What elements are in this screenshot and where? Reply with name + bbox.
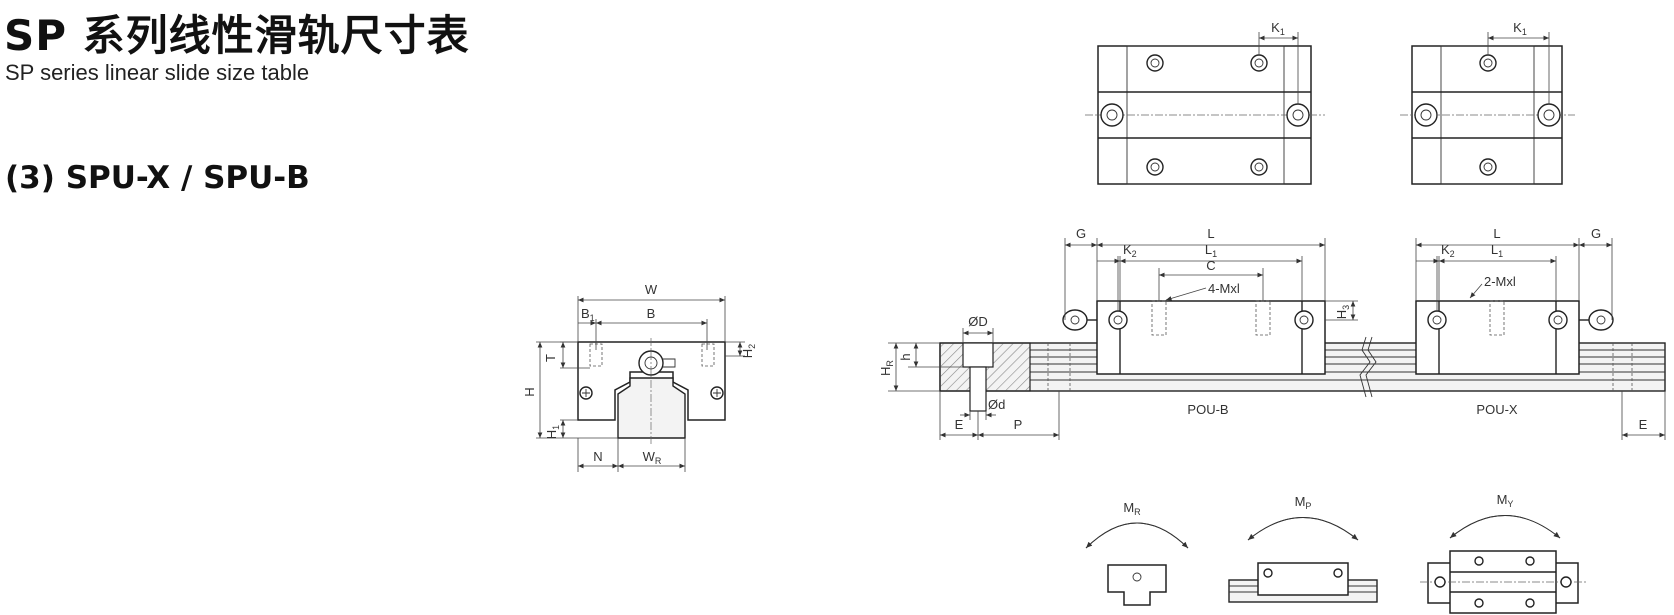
label-phi-D: ØD xyxy=(968,314,988,329)
label-N: N xyxy=(593,449,602,464)
top-view-long: K1 xyxy=(1085,20,1325,185)
label-K1-short: K1 xyxy=(1513,20,1527,37)
label-W: W xyxy=(645,282,658,297)
label-B: B xyxy=(647,306,656,321)
page-subtitle: SP series linear slide size table xyxy=(5,60,310,85)
moment-mp: MP xyxy=(1228,494,1378,603)
label-C: C xyxy=(1206,258,1215,273)
label-WR: WR xyxy=(643,449,662,466)
grease-nipple-icon xyxy=(1588,309,1614,331)
label-L-right: L xyxy=(1493,226,1500,241)
label-P: P xyxy=(1014,417,1023,432)
carriage-pou-b xyxy=(1096,300,1326,375)
moment-mr: MR xyxy=(1085,500,1189,606)
label-K2-right: K2 xyxy=(1441,242,1455,259)
label-H2: H2 xyxy=(740,344,757,358)
label-H: H xyxy=(522,387,537,396)
side-view: G L K2 L1 C 4-Mxl H3 L G xyxy=(878,226,1666,440)
label-pou-b: POU-B xyxy=(1187,402,1228,417)
label-MP: MP xyxy=(1295,494,1312,511)
label-2-mxl: 2-Mxl xyxy=(1484,274,1516,289)
label-L1-left: L1 xyxy=(1205,242,1217,259)
label-HR: HR xyxy=(878,360,895,376)
label-K2-left: K2 xyxy=(1123,242,1137,259)
label-pou-x: POU-X xyxy=(1476,402,1518,417)
label-E-left: E xyxy=(955,417,964,432)
label-MR: MR xyxy=(1123,500,1141,517)
label-L-left: L xyxy=(1207,226,1214,241)
label-E-right: E xyxy=(1639,417,1648,432)
section-title: (3) SPU-X / SPU-B xyxy=(5,160,310,196)
page-title: SP 系列线性滑轨尺寸表 xyxy=(4,11,470,60)
label-h: h xyxy=(898,353,913,360)
label-H1: H1 xyxy=(544,425,561,439)
front-view-rail xyxy=(617,377,686,439)
label-L1-right: L1 xyxy=(1491,242,1503,259)
front-view: W B1 B T H2 H H1 N WR xyxy=(522,282,757,472)
label-G-right: G xyxy=(1591,226,1601,241)
label-phi-d: Ød xyxy=(988,397,1005,412)
moment-my: MY xyxy=(1420,492,1586,614)
label-G-left: G xyxy=(1076,226,1086,241)
label-T: T xyxy=(543,354,558,362)
label-4-mxl: 4-Mxl xyxy=(1208,281,1240,296)
front-view-block xyxy=(577,341,726,421)
top-view-short: K1 xyxy=(1400,20,1575,185)
label-B1: B1 xyxy=(581,306,595,323)
label-H3: H3 xyxy=(1334,305,1351,319)
label-MY: MY xyxy=(1497,492,1514,509)
label-K1: K1 xyxy=(1271,20,1285,37)
grease-nipple-icon xyxy=(1062,309,1088,331)
